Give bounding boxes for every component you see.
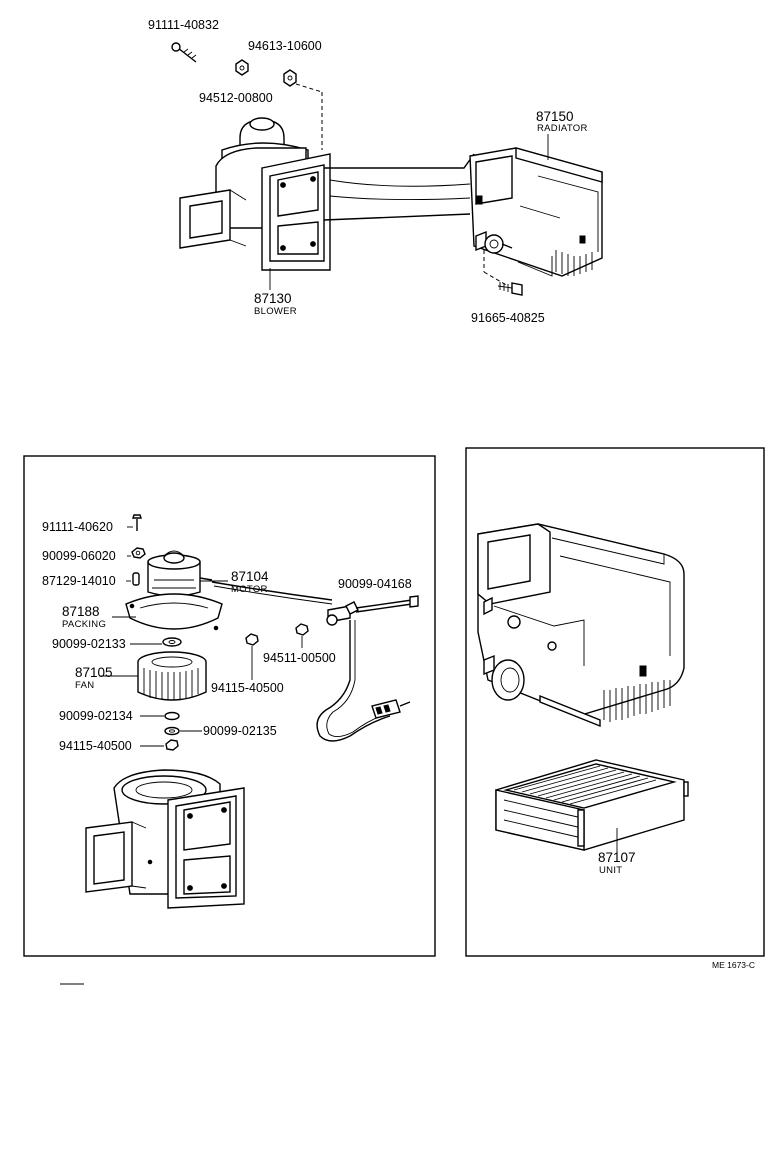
screw-icon xyxy=(171,42,197,63)
part-number-label: 90099-02135 xyxy=(203,724,277,738)
screw-icon xyxy=(132,514,142,531)
right-panel: 87107 UNIT xyxy=(465,447,765,957)
part-number-label: 87150 xyxy=(536,109,574,124)
part-name-label: UNIT xyxy=(599,865,622,876)
part-number-label: 90099-02133 xyxy=(52,637,126,651)
washer-icon xyxy=(164,726,180,736)
resistor-bracket xyxy=(475,230,513,254)
radiator-case xyxy=(469,147,603,277)
heater-case xyxy=(477,523,685,728)
part-name-label: MOTOR xyxy=(231,584,268,595)
part-number-label: 91665-40825 xyxy=(471,311,545,325)
washer-icon xyxy=(164,711,180,721)
nut-icon xyxy=(283,69,297,87)
part-number-label: 91111-40832 xyxy=(148,18,219,32)
part-number-label: 87188 xyxy=(62,604,100,619)
part-number-label: 94512-00800 xyxy=(199,91,273,105)
part-number-label: 94511-00500 xyxy=(263,651,336,665)
part-number-label: 87129-14010 xyxy=(42,574,116,588)
blower-housing xyxy=(85,769,245,909)
plug-icon xyxy=(371,699,411,719)
part-number-label: 87107 xyxy=(598,850,636,865)
part-number-label: 94115-40500 xyxy=(59,739,132,753)
drawing-code: ME 1673-C xyxy=(712,960,755,970)
part-number-label: 94115-40500 xyxy=(211,681,284,695)
part-name-label: RADIATOR xyxy=(537,123,588,134)
nut-icon xyxy=(165,739,179,751)
heater-core xyxy=(495,759,689,851)
left-panel: 91111-40620 90099-06020 87129-14010 8710… xyxy=(23,455,436,957)
part-number-label: 90099-06020 xyxy=(42,549,116,563)
panel-border xyxy=(23,455,436,957)
part-name-label: BLOWER xyxy=(254,306,297,317)
connector-bolt xyxy=(326,595,419,626)
screw-icon xyxy=(497,282,523,296)
part-number-label: 87104 xyxy=(231,569,269,584)
blower-housing xyxy=(179,117,331,271)
part-number-label: 94613-10600 xyxy=(248,39,322,53)
washer-icon xyxy=(131,547,146,559)
motor xyxy=(147,550,213,597)
part-name-label: FAN xyxy=(75,680,94,691)
nut-icon xyxy=(235,59,249,76)
part-number-label: 87130 xyxy=(254,291,292,306)
spacer-icon xyxy=(132,572,140,586)
top-assembly: 91111-40832 94613-10600 94512-00800 8715… xyxy=(148,18,603,325)
part-name-label: PACKING xyxy=(62,619,106,630)
part-number-label: 91111-40620 xyxy=(42,520,113,534)
panel-border xyxy=(465,447,765,957)
packing-plate xyxy=(125,593,223,631)
washer-icon xyxy=(162,637,182,647)
nut-icon xyxy=(245,633,259,646)
fan xyxy=(137,651,207,701)
nut-icon xyxy=(295,623,309,636)
part-number-label: 87105 xyxy=(75,665,113,680)
part-number-label: 90099-02134 xyxy=(59,709,133,723)
part-number-label: 90099-04168 xyxy=(338,577,412,591)
connecting-duct xyxy=(323,153,475,221)
